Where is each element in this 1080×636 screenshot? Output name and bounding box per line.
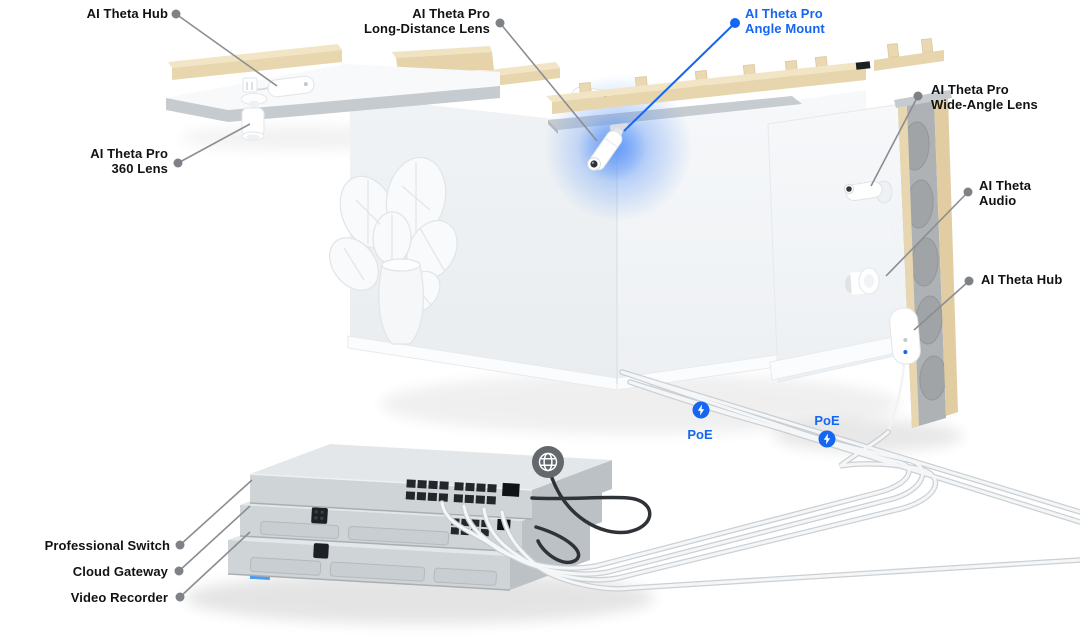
leader-line-360 (177, 123, 251, 164)
wan-cable (534, 525, 581, 564)
camera-lens (590, 160, 598, 168)
switch-ports (405, 479, 520, 505)
globe-icon (532, 446, 564, 478)
poe-label-right: PoE (814, 413, 840, 428)
wood-beam-front (874, 50, 944, 71)
cables (439, 369, 1080, 592)
label-professional-switch: Professional Switch (45, 538, 170, 553)
label-text: Audio (979, 193, 1017, 208)
leader-lines (175, 13, 970, 598)
leader-line-audio (885, 191, 969, 277)
wood-rail-top (392, 46, 492, 58)
label-text: 360 Lens (111, 161, 168, 176)
wood-stud (934, 97, 958, 416)
poe-badge-left (692, 401, 710, 419)
label-text: Professional Switch (44, 538, 170, 553)
wide-angle-lens-device (843, 180, 893, 204)
label-text: AI Theta Hub (981, 272, 1063, 287)
leader-line-hub-left (175, 13, 278, 87)
leader-line-switch (179, 479, 253, 546)
label-ai-theta-hub-left: AI Theta Hub (87, 6, 168, 21)
label-text: AI Theta Hub (86, 6, 168, 21)
leader-line-hub-right (913, 280, 970, 331)
poe-badge-right (818, 430, 836, 448)
camera-mount (609, 123, 629, 132)
switch-device (249, 444, 612, 520)
shelf-hub-device (267, 75, 315, 98)
recorder-display (313, 543, 329, 559)
label-ai-theta-pro-long-distance-lens: AI Theta Pro Long-Distance Lens (364, 6, 490, 36)
plant-vase (378, 265, 424, 345)
label-text: Cloud Gateway (72, 564, 168, 579)
label-ai-theta-hub-right: AI Theta Hub (981, 272, 1062, 287)
internet-cable (530, 476, 652, 535)
camera-360-lens (241, 101, 265, 141)
angle-mount-camera (587, 123, 629, 171)
wall-section (767, 90, 958, 433)
label-text: AI Theta Pro (90, 146, 168, 161)
label-ai-theta-audio: AI Theta Audio (979, 178, 1031, 208)
label-text: AI Theta Pro (931, 82, 1009, 97)
label-text: Angle Mount (745, 21, 825, 36)
leader-line-wide-angle (870, 95, 919, 187)
poe-label-left: PoE (687, 427, 713, 442)
wall-plate (242, 77, 258, 93)
label-text: Wide-Angle Lens (931, 97, 1038, 112)
switch-uplink-port (502, 482, 520, 497)
label-text: Video Recorder (70, 590, 168, 605)
leader-line-gateway (178, 505, 251, 572)
lightning-bolt-icon (823, 433, 831, 445)
label-text: Long-Distance Lens (363, 21, 490, 36)
gateway-display (311, 507, 328, 524)
label-text: AI Theta Pro (745, 6, 823, 21)
leader-line-recorder (179, 531, 251, 598)
wood-rail-front (172, 50, 342, 80)
wood-rail-top (168, 44, 342, 68)
label-cloud-gateway: Cloud Gateway (73, 564, 168, 579)
status-led (903, 350, 908, 355)
leader-line-long-distance (499, 22, 598, 142)
wood-beam-top (546, 62, 866, 102)
plant (329, 156, 458, 345)
label-text: AI Theta Pro (412, 6, 490, 21)
camera-lens (846, 186, 852, 192)
label-ai-theta-pro-360-lens: AI Theta Pro 360 Lens (90, 146, 168, 176)
wood-rail-front (396, 52, 494, 72)
top-plate (894, 90, 952, 108)
leader-line-angle-mount (623, 22, 736, 132)
poe-cable (440, 370, 1080, 591)
label-ai-theta-pro-angle-mount: AI Theta Pro Angle Mount (745, 6, 825, 36)
label-text: AI Theta (979, 178, 1032, 193)
wall-hub-device (889, 307, 921, 365)
leader-dots (171, 9, 974, 602)
label-ai-theta-pro-wide-angle-lens: AI Theta Pro Wide-Angle Lens (931, 82, 1038, 112)
soft-shadows (180, 126, 963, 624)
audio-device (845, 267, 880, 295)
wood-beam-front (552, 68, 866, 114)
lightning-bolt-icon (697, 404, 705, 416)
left-shelf (166, 44, 500, 141)
label-video-recorder: Video Recorder (71, 590, 168, 605)
